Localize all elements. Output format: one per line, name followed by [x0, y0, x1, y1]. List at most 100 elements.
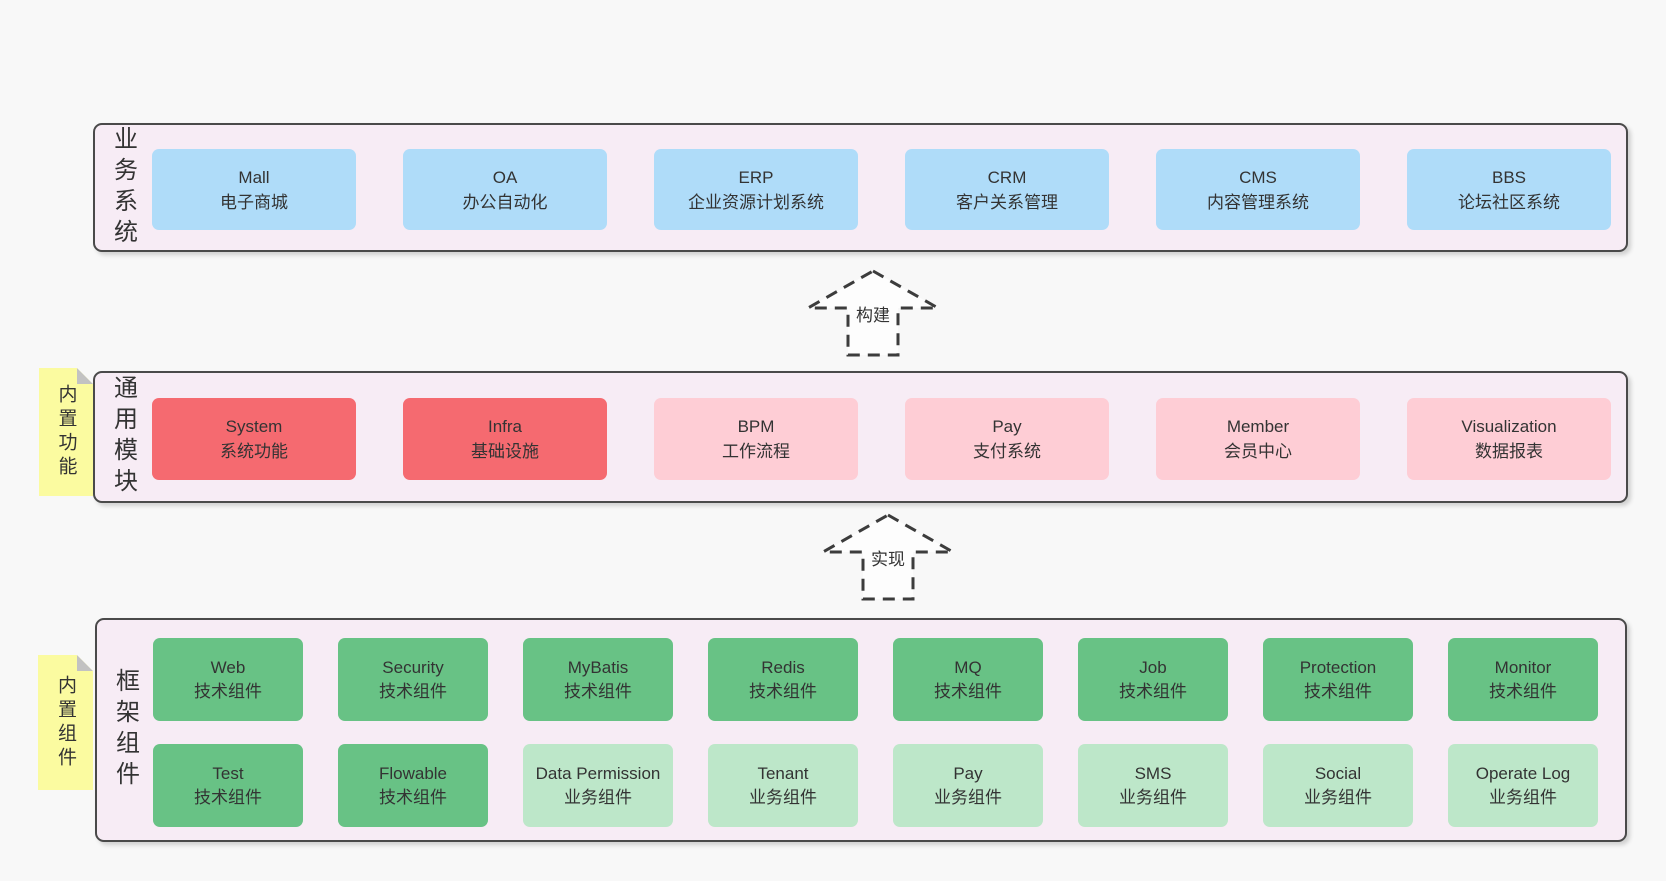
box-mall-desc: 电子商城: [220, 192, 288, 212]
box-cms-name: CMS: [1239, 167, 1277, 187]
box-member: Member 会员中心: [1156, 398, 1360, 480]
box-tenant: Tenant 业务组件: [708, 744, 858, 827]
box-social-name: Social: [1314, 763, 1362, 783]
arrow-up-build: 构建: [805, 268, 941, 358]
box-data-permission-desc: 业务组件: [564, 787, 632, 807]
box-visualization-desc: 数据报表: [1475, 442, 1543, 461]
box-social: Social 业务组件: [1263, 744, 1413, 827]
box-pay-component-desc: 业务组件: [934, 787, 1002, 807]
builtin-features-label: 内置功能: [55, 384, 77, 480]
box-oa-desc: 办公自动化: [462, 192, 548, 212]
box-mq: MQ 技术组件: [893, 638, 1043, 721]
box-security-desc: 技术组件: [379, 681, 447, 701]
box-job: Job 技术组件: [1078, 638, 1228, 721]
sticky-note-builtin-components: 内置组件: [38, 655, 93, 790]
business-systems-panel: 业务系统 Mall 电子商城 OA 办公自动化 ERP 企业资源计划系统 CRM…: [93, 123, 1628, 252]
box-infra-desc: 基础设施: [471, 442, 539, 461]
box-redis-name: Redis: [761, 657, 805, 677]
box-flowable-desc: 技术组件: [379, 787, 447, 807]
box-test-desc: 技术组件: [194, 787, 262, 807]
business-boxes-row: Mall 电子商城 OA 办公自动化 ERP 企业资源计划系统 CRM 客户关系…: [152, 149, 1611, 230]
box-monitor: Monitor 技术组件: [1448, 638, 1598, 721]
box-monitor-name: Monitor: [1494, 657, 1552, 677]
box-sms-name: SMS: [1134, 763, 1172, 783]
box-bbs: BBS 论坛社区系统: [1407, 149, 1611, 230]
box-crm-desc: 客户关系管理: [956, 192, 1058, 212]
box-mq-desc: 技术组件: [934, 681, 1002, 701]
box-protection-desc: 技术组件: [1304, 681, 1372, 701]
box-bpm: BPM 工作流程: [654, 398, 858, 480]
arrow-implement-label: 实现: [869, 545, 907, 570]
box-operate-log-desc: 业务组件: [1489, 787, 1557, 807]
box-web-name: Web: [210, 657, 246, 677]
box-protection: Protection 技术组件: [1263, 638, 1413, 721]
box-erp-desc: 企业资源计划系统: [688, 192, 824, 212]
box-erp-name: ERP: [738, 167, 774, 187]
box-pay-module-name: Pay: [992, 417, 1022, 436]
box-social-desc: 业务组件: [1304, 787, 1372, 807]
box-mq-name: MQ: [954, 657, 982, 677]
box-protection-name: Protection: [1299, 657, 1377, 677]
box-sms-desc: 业务组件: [1119, 787, 1187, 807]
box-mall-name: Mall: [238, 167, 270, 187]
box-oa: OA 办公自动化: [403, 149, 607, 230]
box-bbs-name: BBS: [1491, 167, 1527, 187]
box-visualization-name: Visualization: [1461, 417, 1557, 436]
framework-components-panel: 框架组件 Web 技术组件 Security 技术组件 MyBatis 技术组件…: [95, 618, 1627, 842]
box-infra-name: Infra: [487, 417, 523, 436]
box-mybatis: MyBatis 技术组件: [523, 638, 673, 721]
box-test-name: Test: [212, 763, 244, 783]
box-oa-name: OA: [492, 167, 518, 187]
box-cms-desc: 内容管理系统: [1207, 192, 1309, 212]
arrow-up-implement: 实现: [820, 512, 956, 602]
box-job-name: Job: [1139, 657, 1167, 677]
box-operate-log: Operate Log 业务组件: [1448, 744, 1598, 827]
box-web: Web 技术组件: [153, 638, 303, 721]
box-monitor-desc: 技术组件: [1489, 681, 1557, 701]
box-security: Security 技术组件: [338, 638, 488, 721]
box-pay-component: Pay 业务组件: [893, 744, 1043, 827]
box-data-permission: Data Permission 业务组件: [523, 744, 673, 827]
box-system-name: System: [225, 417, 283, 436]
box-job-desc: 技术组件: [1119, 681, 1187, 701]
box-redis-desc: 技术组件: [749, 681, 817, 701]
box-operate-log-name: Operate Log: [1475, 763, 1571, 783]
note-fold-icon: [77, 655, 93, 671]
box-tenant-name: Tenant: [757, 763, 809, 783]
box-system-desc: 系统功能: [220, 442, 288, 461]
box-mybatis-name: MyBatis: [567, 657, 629, 677]
components-panel-label: 框架组件: [111, 668, 139, 792]
box-flowable: Flowable 技术组件: [338, 744, 488, 827]
sticky-note-builtin-features: 内置功能: [39, 368, 93, 496]
box-member-desc: 会员中心: [1224, 442, 1292, 461]
box-erp: ERP 企业资源计划系统: [654, 149, 858, 230]
box-pay-component-name: Pay: [953, 763, 983, 783]
box-web-desc: 技术组件: [194, 681, 262, 701]
components-row-2: Test 技术组件 Flowable 技术组件 Data Permission …: [153, 744, 1598, 827]
box-bpm-name: BPM: [737, 417, 775, 436]
box-mybatis-desc: 技术组件: [564, 681, 632, 701]
box-pay-module-desc: 支付系统: [973, 442, 1041, 461]
box-mall: Mall 电子商城: [152, 149, 356, 230]
box-flowable-name: Flowable: [378, 763, 448, 783]
box-cms: CMS 内容管理系统: [1156, 149, 1360, 230]
box-bpm-desc: 工作流程: [722, 442, 790, 461]
box-redis: Redis 技术组件: [708, 638, 858, 721]
business-panel-label: 业务系统: [109, 125, 137, 250]
box-security-name: Security: [382, 657, 444, 677]
box-infra: Infra 基础设施: [403, 398, 607, 480]
modules-panel-label: 通用模块: [109, 375, 137, 499]
box-member-name: Member: [1226, 417, 1290, 436]
box-system: System 系统功能: [152, 398, 356, 480]
box-pay-module: Pay 支付系统: [905, 398, 1109, 480]
box-visualization: Visualization 数据报表: [1407, 398, 1611, 480]
box-sms: SMS 业务组件: [1078, 744, 1228, 827]
note-fold-icon: [77, 368, 93, 384]
box-crm: CRM 客户关系管理: [905, 149, 1109, 230]
common-modules-panel: 通用模块 System 系统功能 Infra 基础设施 BPM 工作流程 Pay…: [93, 371, 1628, 503]
components-row-1: Web 技术组件 Security 技术组件 MyBatis 技术组件 Redi…: [153, 638, 1598, 721]
modules-boxes-row: System 系统功能 Infra 基础设施 BPM 工作流程 Pay 支付系统…: [152, 398, 1611, 480]
box-crm-name: CRM: [987, 167, 1027, 187]
box-bbs-desc: 论坛社区系统: [1458, 192, 1560, 212]
